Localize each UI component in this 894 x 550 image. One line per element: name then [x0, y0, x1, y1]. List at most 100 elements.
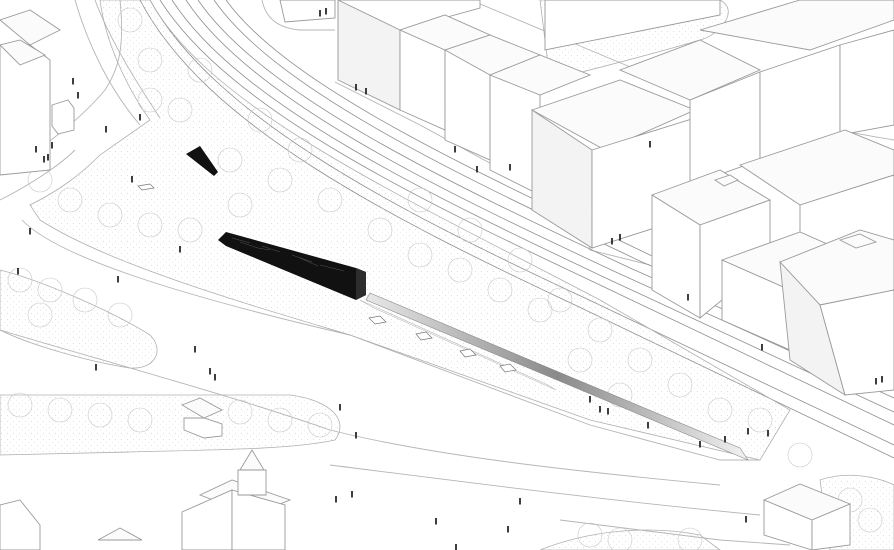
pavilion-roof [180, 397, 224, 419]
pedestrian-body [519, 500, 521, 505]
pedestrian-head [50, 141, 54, 145]
building-block [819, 289, 894, 396]
pedestrian [138, 113, 142, 121]
tree-canopy [367, 217, 393, 243]
pedestrian-head [104, 125, 108, 129]
pedestrian-body [105, 128, 107, 133]
pedestrian-head [213, 373, 217, 377]
tree-canopy [457, 217, 483, 243]
pedestrian-body [454, 148, 456, 153]
pedestrian-body [194, 348, 196, 353]
tower [237, 469, 267, 496]
tree-canopy [117, 7, 143, 33]
pedestrian-head [208, 367, 212, 371]
monolith-texture [231, 237, 345, 272]
pedestrian [104, 125, 108, 133]
pedestrian-head [588, 395, 592, 399]
pedestrian-head [475, 165, 479, 169]
pedestrian [34, 145, 38, 153]
pedestrian [193, 345, 197, 353]
street-curb [559, 519, 791, 546]
memorial-path-edge [359, 299, 557, 391]
tree-canopy [137, 87, 163, 113]
tree-canopy [187, 57, 213, 83]
pedestrian-body [355, 86, 357, 91]
pedestrian-head [698, 440, 702, 444]
linear-park [29, 0, 791, 461]
pedestrian-head [766, 429, 770, 433]
pedestrian [880, 375, 884, 383]
pedestrian-body [35, 148, 37, 153]
pedestrian-head [610, 237, 614, 241]
tree-canopy [247, 107, 273, 133]
pedestrian-head [618, 233, 622, 237]
pedestrian-body [355, 434, 357, 439]
tree-canopy [97, 202, 123, 228]
tree-canopy [7, 392, 33, 418]
pedestrian-body [649, 143, 651, 148]
pedestrian [338, 403, 342, 411]
pedestrian [453, 145, 457, 153]
chimney [713, 174, 739, 187]
pedestrian-head [518, 497, 522, 501]
tree-canopy [447, 257, 473, 283]
pedestrian-head [648, 140, 652, 144]
pedestrian-body [687, 296, 689, 301]
pedestrian-head [338, 403, 342, 407]
pedestrian-head [453, 145, 457, 149]
buildings-south [0, 397, 852, 550]
pedestrian-body [77, 94, 79, 99]
pedestrian [16, 267, 20, 275]
pedestrian-head [354, 83, 358, 87]
tree-canopy [7, 267, 33, 293]
pedestrian-head [130, 175, 134, 179]
pedestrian [723, 435, 727, 443]
pedestrian-body [875, 380, 877, 385]
tree-canopy [217, 147, 243, 173]
tree-canopy [507, 247, 533, 273]
pedestrian [506, 525, 510, 533]
bench [499, 363, 517, 373]
pedestrian [324, 7, 328, 15]
pedestrian-body [365, 90, 367, 95]
pedestrian-head [28, 227, 32, 231]
building-block [0, 499, 41, 550]
pedestrian-body [214, 376, 216, 381]
tree-canopy [137, 212, 163, 238]
pedestrian [94, 363, 98, 371]
pedestrian-body [599, 408, 601, 413]
spire [239, 449, 265, 471]
rail-line [197, 0, 894, 386]
pedestrian-body [509, 166, 511, 171]
tree-canopy [587, 317, 613, 343]
pedestrian-body [351, 493, 353, 498]
pedestrian [178, 245, 182, 253]
pedestrian-body [47, 156, 49, 161]
tree-canopy [167, 97, 193, 123]
tree-canopy [857, 507, 883, 533]
pedestrian-body [761, 346, 763, 351]
pedestrian-head [723, 435, 727, 439]
pedestrian [610, 237, 614, 245]
building-block [0, 44, 51, 176]
pedestrian-body [131, 178, 133, 183]
memorial-monolith [218, 232, 366, 300]
chimney [838, 233, 878, 249]
pedestrian [76, 91, 80, 99]
pedestrian-body [117, 278, 119, 283]
pedestrian [354, 431, 358, 439]
tree-canopy [87, 402, 113, 428]
tree-canopy [37, 277, 63, 303]
pedestrian-head [434, 517, 438, 521]
pedestrian-body [209, 370, 211, 375]
pedestrian [746, 427, 750, 435]
tree-canopy [487, 277, 513, 303]
pedestrian-head [94, 363, 98, 367]
building-roof [0, 9, 61, 46]
pedestrian-head [744, 515, 748, 519]
pedestrians [16, 7, 884, 550]
pedestrian [508, 163, 512, 171]
pedestrian-head [646, 421, 650, 425]
pedestrian-body [51, 144, 53, 149]
